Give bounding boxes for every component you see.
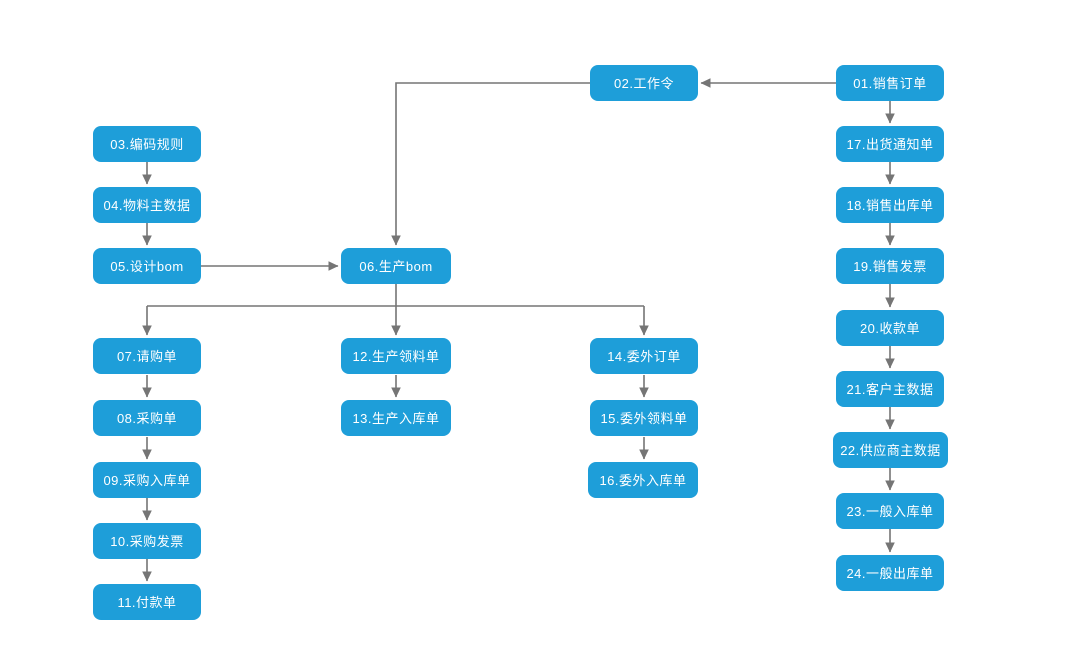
flow-node-08[interactable]: 08.采购单 [93,400,201,436]
connector-02-06 [391,82,590,246]
flow-node-21[interactable]: 21.客户主数据 [836,371,944,407]
flow-node-02[interactable]: 02.工作令 [590,65,698,101]
flow-node-17[interactable]: 17.出货通知单 [836,126,944,162]
flow-node-12[interactable]: 12.生产领料单 [341,338,451,374]
flow-node-06[interactable]: 06.生产bom [341,248,451,284]
flow-node-20[interactable]: 20.收款单 [836,310,944,346]
flow-node-11[interactable]: 11.付款单 [93,584,201,620]
flow-node-19[interactable]: 19.销售发票 [836,248,944,284]
flow-node-15[interactable]: 15.委外领料单 [590,400,698,436]
flow-node-05[interactable]: 05.设计bom [93,248,201,284]
flow-node-23[interactable]: 23.一般入库单 [836,493,944,529]
flow-node-07[interactable]: 07.请购单 [93,338,201,374]
flow-node-10[interactable]: 10.采购发票 [93,523,201,559]
flow-node-03[interactable]: 03.编码规则 [93,126,201,162]
flow-node-22[interactable]: 22.供应商主数据 [833,432,948,468]
flow-node-04[interactable]: 04.物料主数据 [93,187,201,223]
flow-node-18[interactable]: 18.销售出库单 [836,187,944,223]
flow-node-13[interactable]: 13.生产入库单 [341,400,451,436]
flow-node-16[interactable]: 16.委外入库单 [588,462,698,498]
flow-node-01[interactable]: 01.销售订单 [836,65,944,101]
flow-node-24[interactable]: 24.一般出库单 [836,555,944,591]
flow-node-14[interactable]: 14.委外订单 [590,338,698,374]
flow-node-09[interactable]: 09.采购入库单 [93,462,201,498]
